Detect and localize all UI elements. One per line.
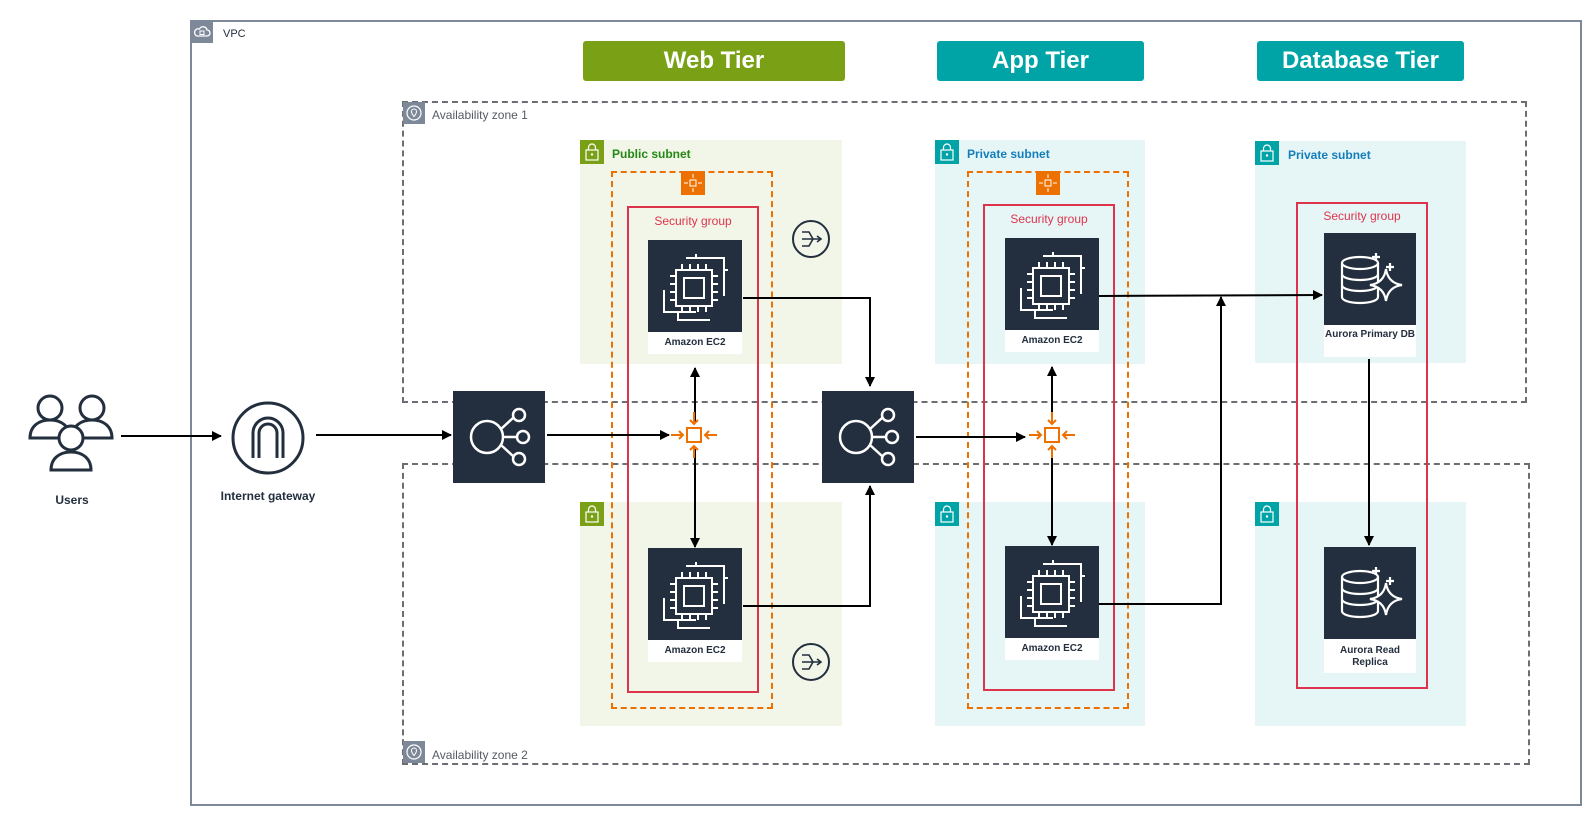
lock-icon [935,140,959,164]
ec2-instance-app-az1: Amazon EC2 [1005,238,1099,352]
az1-label: Availability zone 1 [432,108,528,122]
vpc-cloud-icon [191,21,213,43]
nat-gateway-icon [791,642,831,682]
lock-icon [580,502,604,526]
users-icon [28,392,116,476]
lock-icon [1255,141,1279,165]
security-group-db [1296,202,1428,689]
aurora-primary-label: Aurora Primary DB [1324,329,1416,340]
availability-zone-2 [402,463,1530,765]
security-group-db-label: Security group [1323,209,1401,223]
az2-label: Availability zone 2 [432,748,528,762]
private-subnet-db-label: Private subnet [1288,148,1371,162]
app-tier-header: App Tier [937,41,1144,81]
lock-icon [935,502,959,526]
ec2-label: Amazon EC2 [664,337,726,348]
ec2-label: Amazon EC2 [664,645,726,656]
internet-gateway-label: Internet gateway [220,489,316,503]
nat-gateway-icon [791,219,831,259]
auto-scaling-target-icon [1028,411,1076,459]
users-label: Users [55,493,89,507]
aurora-database-icon [1340,567,1403,619]
aurora-primary-db: Aurora Primary DB [1324,233,1416,357]
load-balancer-internal [822,391,914,483]
ec2-label: Amazon EC2 [1021,643,1083,654]
auto-scaling-icon [1036,171,1060,195]
aurora-database-icon [1340,253,1403,305]
web-tier-header: Web Tier [583,41,845,81]
ec2-chip-icon [1020,252,1085,319]
auto-scaling-icon [681,171,705,195]
ec2-label: Amazon EC2 [1021,335,1083,346]
vpc-label: VPC [223,28,246,40]
lock-icon [580,140,604,164]
private-subnet-app-label: Private subnet [967,147,1050,161]
ec2-instance-app-az2: Amazon EC2 [1005,546,1099,660]
security-group-web [627,206,759,693]
location-pin-icon [403,102,425,124]
security-group-app-label: Security group [1010,212,1088,226]
ec2-chip-icon [663,254,728,321]
database-tier-header: Database Tier [1257,41,1464,81]
lock-icon [1255,502,1279,526]
ec2-chip-icon [1020,560,1085,627]
vpc-boundary [190,20,1582,806]
ec2-instance-web-az2: Amazon EC2 [648,548,742,662]
availability-zone-1 [402,101,1527,403]
load-balancer-icon [469,407,531,467]
internet-gateway-icon [231,401,305,475]
load-balancer-icon [838,407,900,467]
ec2-instance-web-az1: Amazon EC2 [648,240,742,354]
load-balancer-external [453,391,545,483]
security-group-app [983,204,1115,691]
auto-scaling-target-icon [670,411,718,459]
aurora-read-replica: Aurora Read Replica [1324,547,1416,673]
aurora-replica-label: Aurora Read Replica [1339,645,1400,668]
security-group-web-label: Security group [654,214,732,228]
location-pin-icon [403,741,425,763]
ec2-chip-icon [663,562,728,629]
public-subnet-label: Public subnet [612,147,691,161]
